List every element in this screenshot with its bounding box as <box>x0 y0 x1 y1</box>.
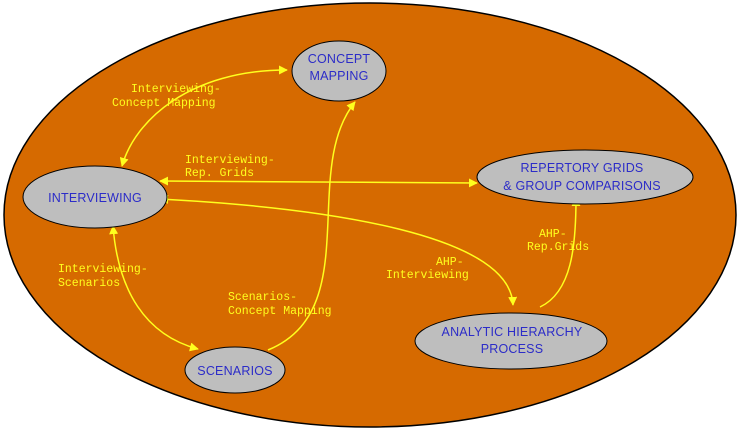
node-repertory-grids-shape <box>476 149 694 205</box>
edge-label-interviewing-concept-line1: Interviewing- <box>131 83 221 96</box>
node-repertory-grids[interactable]: REPERTORY GRIDS & GROUP COMPARISONS <box>476 149 694 205</box>
node-concept-mapping-shape <box>291 40 387 102</box>
edge-label-interviewing-concept-line2: Concept Mapping <box>112 97 216 110</box>
node-concept-mapping[interactable]: CONCEPT MAPPING <box>291 40 387 102</box>
node-repertory-grids-label-line2: & GROUP COMPARISONS <box>503 179 661 193</box>
edge-interviewing-concept-mapping <box>119 65 288 167</box>
edge-label-ahp-interviewing-line2: Interviewing <box>386 269 469 282</box>
node-scenarios-label: SCENARIOS <box>197 364 272 378</box>
edge-labels: Interviewing- Concept Mapping Interviewi… <box>58 83 589 318</box>
node-interviewing-label: INTERVIEWING <box>48 191 142 205</box>
edge-label-scenarios-concept-line2: Concept Mapping <box>228 305 332 318</box>
edge-label-interviewing-repgrids-line2: Rep. Grids <box>185 167 254 180</box>
node-analytic-hierarchy-process-label-line2: PROCESS <box>481 342 544 356</box>
node-scenarios[interactable]: SCENARIOS <box>184 346 286 394</box>
edge-interviewing-repertory-grids <box>159 176 478 188</box>
edge-label-ahp-interviewing-line1: AHP- <box>436 256 464 269</box>
node-analytic-hierarchy-process-label-line1: ANALYTIC HIERARCHY <box>442 325 583 339</box>
node-scenarios-shape <box>184 346 286 394</box>
edge-label-interviewing-repgrids-line1: Interviewing- <box>185 154 275 167</box>
node-analytic-hierarchy-process-shape <box>414 312 608 370</box>
edge-label-interviewing-scenarios-line1: Interviewing- <box>58 263 148 276</box>
node-repertory-grids-label-line1: REPERTORY GRIDS <box>521 161 644 175</box>
node-concept-mapping-label-line2: MAPPING <box>309 69 368 83</box>
edge-ahp-repertory-grids <box>539 197 581 308</box>
edge-label-scenarios-concept-line1: Scenarios- <box>228 291 297 304</box>
edge-interviewing-ahp <box>159 194 518 306</box>
edge-label-ahp-repgrids-line2: Rep.Grids <box>527 241 589 254</box>
edge-label-interviewing-scenarios-line2: Scenarios <box>58 277 120 290</box>
node-concept-mapping-label-line1: CONCEPT <box>308 52 371 66</box>
node-interviewing-shape <box>22 165 168 229</box>
edge-interviewing-scenarios <box>109 225 199 352</box>
node-analytic-hierarchy-process[interactable]: ANALYTIC HIERARCHY PROCESS <box>414 312 608 370</box>
edge-label-ahp-repgrids-line1: AHP- <box>539 228 567 241</box>
edges <box>109 65 581 352</box>
node-interviewing[interactable]: INTERVIEWING <box>22 165 168 229</box>
